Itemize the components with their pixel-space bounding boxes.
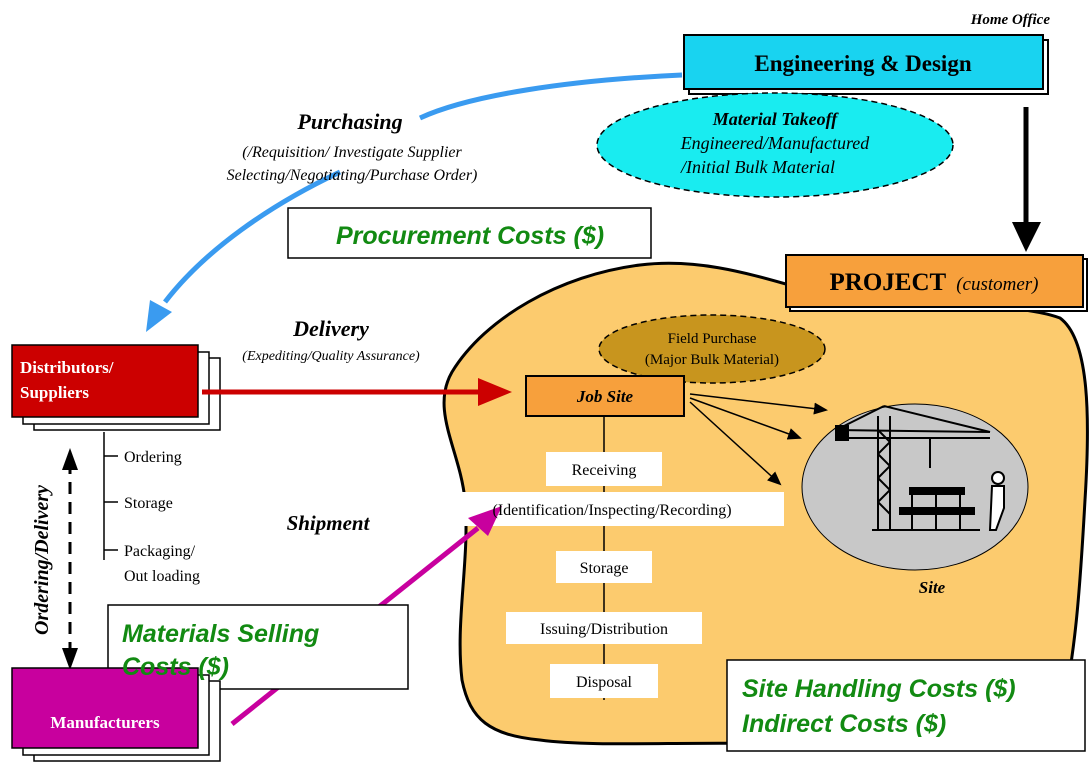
site-handling-costs-label: Site Handling Costs ($) <box>742 675 1016 703</box>
purchasing-title: Purchasing <box>296 109 402 134</box>
purchasing-arrowhead <box>146 300 172 332</box>
field-purchase-line2: (Major Bulk Material) <box>645 352 779 368</box>
field-purchase-line1: Field Purchase <box>668 331 757 347</box>
site-handling-costs-box <box>726 659 1086 752</box>
manufacturers-label: Manufacturers <box>50 713 160 732</box>
materials-selling-costs-box <box>107 604 409 690</box>
distributors-line2: Suppliers <box>20 383 89 402</box>
site-step-disposal: Disposal <box>576 674 633 691</box>
field-purchase-ellipse <box>598 314 826 384</box>
procurement-costs-label: Procurement Costs ($) <box>336 222 604 250</box>
takeoff-line2: /Initial Bulk Material <box>680 157 835 177</box>
project-box <box>785 254 1084 308</box>
project-sub: (customer) <box>956 274 1038 295</box>
site-step-receiving: Receiving <box>572 462 637 479</box>
distributors-line1: Distributors/ <box>20 358 114 377</box>
engineering-design-label: Engineering & Design <box>754 51 971 76</box>
procurement-costs-box <box>287 207 652 259</box>
purchasing-line2: Selecting/Negotiating/Purchase Order) <box>227 167 478 184</box>
materials-selling-line1: Materials Selling <box>122 620 319 648</box>
supplier-step-storage: Storage <box>124 495 173 512</box>
project-title: PROJECT <box>830 269 947 296</box>
takeoff-line1: Engineered/Manufactured <box>680 133 871 153</box>
material-takeoff-ellipse <box>596 92 954 198</box>
purchasing-line1: (/Requisition/ Investigate Supplier <box>242 144 462 161</box>
site-label: Site <box>919 578 946 597</box>
project-label: PROJECT (customer) <box>830 269 1039 296</box>
job-site-label: Job Site <box>576 387 634 406</box>
supplier-step-outloading: Out loading <box>124 568 200 585</box>
indirect-costs-label: Indirect Costs ($) <box>742 710 946 738</box>
site-step-storage: Storage <box>580 560 629 577</box>
distributors-suppliers-box <box>11 344 199 418</box>
delivery-title: Delivery <box>292 316 369 341</box>
materials-selling-line2: Costs ($) <box>122 653 229 681</box>
manufacturers-box <box>11 667 199 749</box>
takeoff-title: Material Takeoff <box>712 109 840 129</box>
home-office-label: Home Office <box>970 12 1051 28</box>
crane-icon <box>835 405 1005 531</box>
site-step-issuing: Issuing/Distribution <box>540 621 668 638</box>
shipment-label: Shipment <box>287 511 371 535</box>
job-site-box <box>525 375 685 417</box>
supplier-step-packaging: Packaging/ <box>124 543 196 560</box>
supplier-step-ordering: Ordering <box>124 449 182 466</box>
delivery-sub: (Expediting/Quality Assurance) <box>242 349 420 364</box>
purchasing-arrow <box>163 72 683 304</box>
site-step-receiving-sub: (Identification/Inspecting/Recording) <box>492 502 731 519</box>
engineering-design-box <box>683 34 1044 90</box>
ordering-delivery-label: Ordering/Delivery <box>31 485 53 635</box>
